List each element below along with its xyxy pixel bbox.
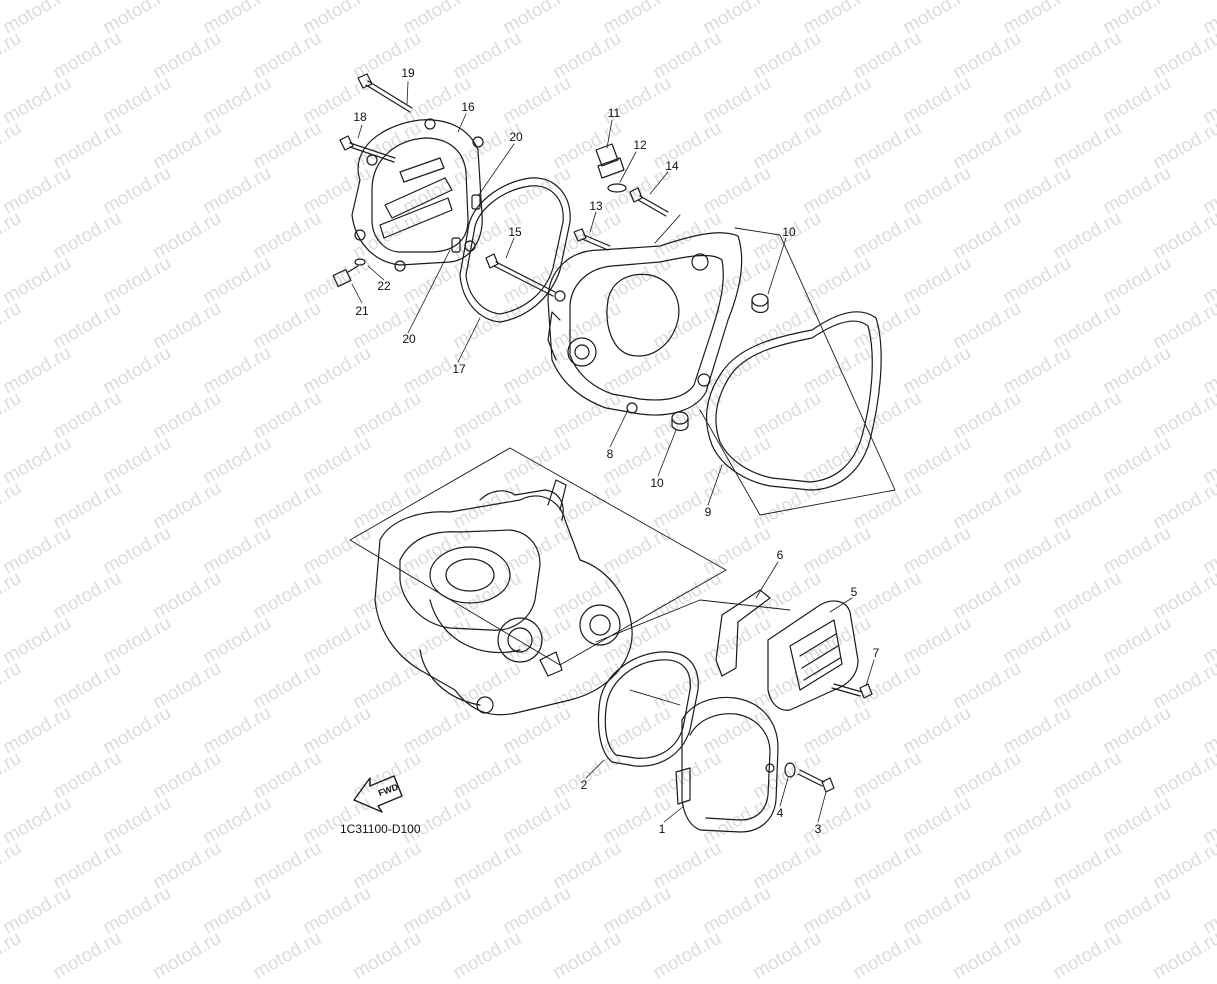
watermark-text: motod.ru xyxy=(449,927,525,984)
bolt-14 xyxy=(630,188,668,216)
watermark-text: motod.ru xyxy=(749,927,825,984)
callout-13: 13 xyxy=(589,199,603,213)
washer-22 xyxy=(355,259,365,265)
callout-5: 5 xyxy=(850,585,858,599)
bolt-15 xyxy=(486,254,555,296)
crankcase-cover-8 xyxy=(548,233,742,415)
callout-2: 2 xyxy=(580,778,588,792)
watermark-text: motod.ru xyxy=(649,927,725,984)
callout-4: 4 xyxy=(776,806,784,820)
gasket-17 xyxy=(460,178,570,322)
clutch-cover-16 xyxy=(352,119,483,271)
callout-1: 1 xyxy=(658,822,666,836)
watermark-text: motod.ru xyxy=(349,927,425,984)
callout-22: 22 xyxy=(377,279,391,293)
callout-12: 12 xyxy=(633,138,647,152)
watermark-text: motod.ru xyxy=(49,927,125,984)
fwd-arrow-icon xyxy=(354,776,402,812)
callout-8: 8 xyxy=(606,447,614,461)
callout-7: 7 xyxy=(872,646,880,660)
diagram-code: 1C31100-D100 xyxy=(340,822,421,836)
watermark-text: motod.ru xyxy=(1149,927,1217,984)
callout-19: 19 xyxy=(401,66,415,80)
watermark-text: motod.ru xyxy=(0,927,25,984)
watermark-text: motod.ru xyxy=(1049,927,1125,984)
watermark-text: motod.ru xyxy=(549,927,625,984)
washer-4 xyxy=(785,763,795,777)
sprocket-cover-5 xyxy=(768,601,858,710)
callout-11: 11 xyxy=(607,106,621,120)
callout-6: 6 xyxy=(776,548,784,562)
callout-20-upper: 20 xyxy=(509,130,523,144)
watermark-text: motod.ru xyxy=(949,927,1025,984)
watermark-text: motod.ru xyxy=(149,927,225,984)
bolt-13 xyxy=(574,229,610,250)
callout-10-lower: 10 xyxy=(650,476,664,490)
leader-lines xyxy=(352,82,874,822)
bolt-7 xyxy=(832,684,872,698)
generator-cover-1 xyxy=(676,697,778,832)
dowel-10-lower xyxy=(672,412,688,431)
callout-21: 21 xyxy=(355,304,369,318)
plug-21 xyxy=(333,266,358,286)
exploded-parts-diagram xyxy=(0,0,1217,913)
callout-15: 15 xyxy=(508,225,522,239)
o-ring-12 xyxy=(608,184,626,192)
guide-6 xyxy=(716,590,770,676)
callout-18: 18 xyxy=(353,110,367,124)
callout-16: 16 xyxy=(461,100,475,114)
callout-14: 14 xyxy=(665,159,679,173)
bolt-18 xyxy=(340,136,395,162)
bolt-19 xyxy=(358,74,412,112)
crankcase xyxy=(350,448,726,715)
callout-3: 3 xyxy=(814,822,822,836)
watermark-text: motod.ru xyxy=(249,927,325,984)
gasket-2 xyxy=(599,652,699,766)
callout-20-lower: 20 xyxy=(402,332,416,346)
oil-filler-plug-11 xyxy=(596,144,624,178)
gasket-9 xyxy=(707,312,882,490)
callout-17: 17 xyxy=(452,362,466,376)
bolt-3 xyxy=(798,770,834,792)
watermark-text: motod.ru xyxy=(849,927,925,984)
dowel-10-upper xyxy=(752,294,768,313)
callout-9: 9 xyxy=(704,505,712,519)
callout-10-upper: 10 xyxy=(782,225,796,239)
